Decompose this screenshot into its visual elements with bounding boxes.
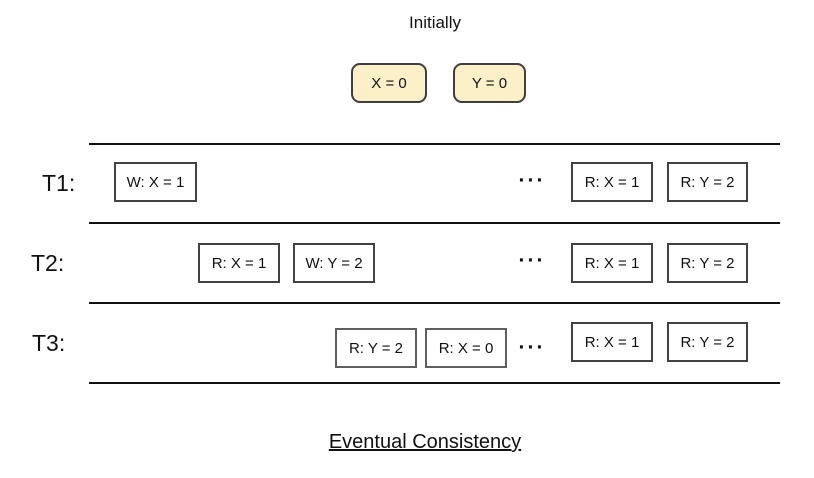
ellipsis-t1: ··· <box>518 169 546 192</box>
op-box-t2-read-x1: R: X = 1 <box>198 243 280 283</box>
op-box-t3-read-x1-later: R: X = 1 <box>571 322 653 362</box>
ellipsis-t2: ··· <box>518 249 546 272</box>
initially-label: Initially <box>409 13 461 32</box>
op-box-t3-read-y2-later: R: Y = 2 <box>667 322 748 362</box>
timeline-label-t2: T2: <box>31 250 65 276</box>
op-box-t2-write-y2: W: Y = 2 <box>293 243 375 283</box>
op-box-t1-read-y2: R: Y = 2 <box>667 162 748 202</box>
timeline-line-1 <box>89 143 780 145</box>
op-box-t1-write-x1: W: X = 1 <box>114 162 197 202</box>
initial-value-box-y: Y = 0 <box>453 63 526 103</box>
diagram-title: Eventual Consistency <box>328 431 522 453</box>
ellipsis-t3: ··· <box>518 336 546 359</box>
op-box-t2-read-y2-later: R: Y = 2 <box>667 243 748 283</box>
timeline-line-3 <box>89 302 780 304</box>
op-box-t2-read-x1-later: R: X = 1 <box>571 243 653 283</box>
op-box-t1-read-x1: R: X = 1 <box>571 162 653 202</box>
timeline-label-t3: T3: <box>32 330 66 356</box>
initial-value-box-x: X = 0 <box>351 63 427 103</box>
timeline-label-t1: T1: <box>42 170 76 196</box>
timeline-line-4 <box>89 382 780 384</box>
op-box-t3-read-x0: R: X = 0 <box>425 328 507 368</box>
timeline-line-2 <box>89 222 780 224</box>
op-box-t3-read-y2: R: Y = 2 <box>335 328 417 368</box>
